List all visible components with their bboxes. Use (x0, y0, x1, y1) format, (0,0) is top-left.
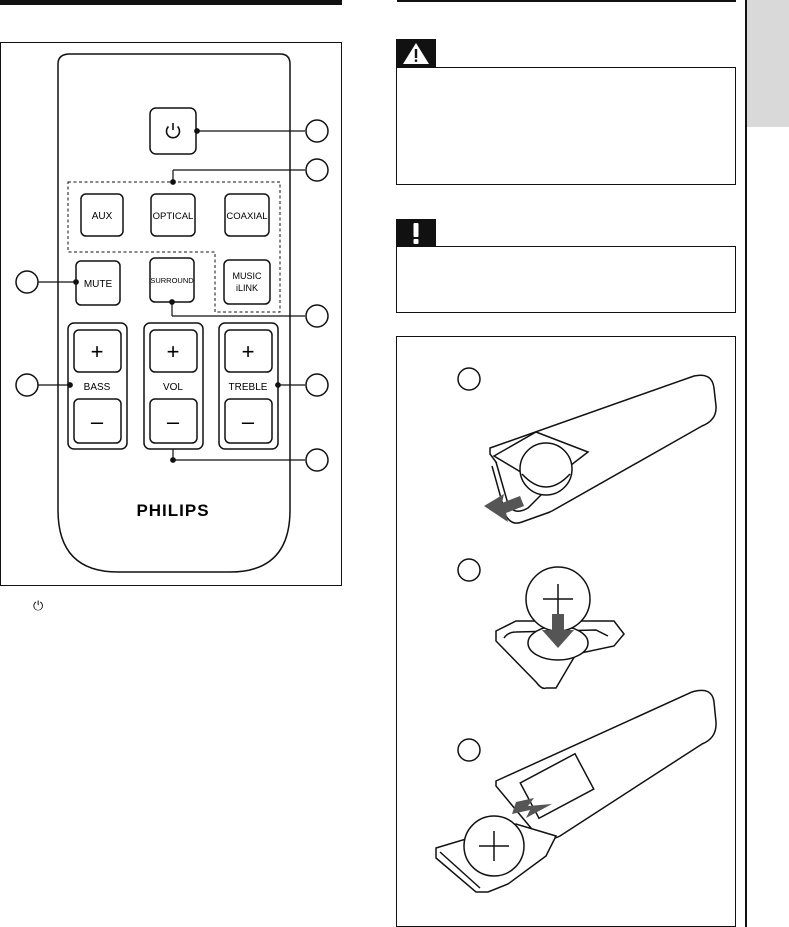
brand-logo: PHILIPS (136, 501, 209, 520)
side-tab-line (745, 0, 747, 927)
insert-arrow (542, 614, 574, 648)
mute-label: MUTE (84, 279, 113, 290)
push-arrow (512, 798, 552, 818)
surround-label: SURROUND (150, 276, 194, 285)
music-ilink-button (223, 259, 271, 305)
ilink-label: iLINK (236, 283, 258, 293)
caution-header (396, 219, 436, 247)
treble-plus-glyph: + (242, 339, 255, 364)
warning-header (396, 39, 436, 67)
exclamation-icon (413, 223, 419, 244)
aux-label: AUX (92, 211, 113, 222)
bass-minus-glyph: – (91, 409, 104, 434)
step-1-remote-open-tray (489, 374, 717, 524)
step-1-circle (457, 367, 481, 391)
step-3-remote-close-tray (435, 689, 717, 893)
side-tab (745, 0, 789, 127)
vol-plus-glyph: + (167, 339, 180, 364)
optical-button (150, 193, 196, 237)
vol-minus-glyph: – (167, 409, 180, 434)
callout-circle (305, 119, 329, 143)
treble-plus-button (224, 329, 273, 373)
callout-circle (15, 373, 39, 397)
power-button (149, 107, 197, 155)
callout-circle (305, 448, 329, 472)
callout-circle (305, 373, 329, 397)
coaxial-button (224, 193, 270, 237)
coaxial-label: COAXIAL (226, 211, 267, 222)
power-icon: ⏻ (33, 598, 44, 613)
bass-plus-glyph: + (91, 339, 104, 364)
battery-steps-illustration (435, 367, 717, 893)
warning-box (396, 67, 736, 185)
warning-triangle-icon (403, 43, 429, 64)
right-header-rule (397, 0, 736, 2)
bass-plus-button (73, 329, 122, 373)
aux-button (80, 193, 124, 237)
step-2-circle (457, 558, 481, 582)
source-dashed-group (67, 181, 281, 313)
callout-circle (15, 270, 39, 294)
treble-label: TREBLE (229, 382, 268, 393)
step-3-circle (457, 738, 481, 762)
vol-minus-button (149, 398, 198, 444)
remote-figure-frame (0, 42, 342, 586)
optical-label: OPTICAL (153, 211, 194, 222)
pull-arrow (484, 494, 524, 522)
vol-plus-button (149, 329, 198, 373)
callout-circle (305, 158, 329, 182)
remote-control-illustration: AUX OPTICAL COAXIAL MUTE SURROUND MUSIC … (15, 53, 329, 573)
callout-circle (305, 304, 329, 328)
treble-minus-glyph: – (242, 409, 255, 434)
treble-minus-button (224, 398, 273, 444)
music-label: MUSIC (233, 271, 263, 281)
bass-label: BASS (84, 382, 111, 393)
caution-box (396, 246, 736, 313)
callout-lines (38, 128, 305, 463)
vol-label: VOL (163, 382, 183, 393)
left-header-rule (0, 0, 342, 5)
bass-minus-button (73, 398, 122, 444)
power-icon (165, 123, 181, 139)
